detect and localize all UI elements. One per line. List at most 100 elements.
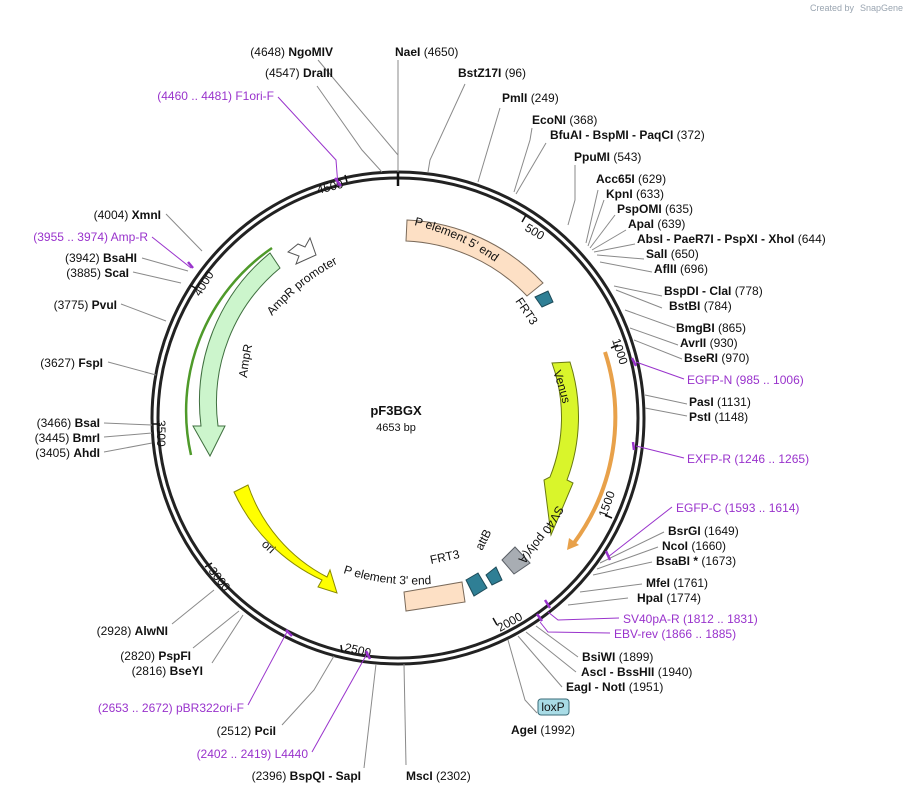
snapgene-credit: Created by SnapGene xyxy=(810,3,903,13)
site-bsrgi[interactable]: BsrGI (1649) xyxy=(668,524,739,538)
site-bstbi[interactable]: BstBI (784) xyxy=(669,299,732,313)
site-ahdi[interactable]: (3405) AhdI xyxy=(35,446,100,460)
feature-p-element-5-end[interactable] xyxy=(405,219,544,297)
site-bsahi[interactable]: (3942) BsaHI xyxy=(65,251,137,265)
site-bsiwi[interactable]: BsiWI (1899) xyxy=(582,650,653,664)
leader-bspdi xyxy=(613,285,663,297)
site-aflii[interactable]: AflII (696) xyxy=(654,262,708,276)
site-avrii[interactable]: AvrII (930) xyxy=(680,336,738,350)
site-pvui[interactable]: (3775) PvuI xyxy=(54,298,117,312)
feature-sv40-polya[interactable] xyxy=(501,546,531,575)
primer-pbr322ori-f[interactable]: (2653 .. 2672) pBR322ori-F xyxy=(98,701,244,715)
loxp-badge[interactable]: loxP xyxy=(537,698,570,716)
site-msci[interactable]: MscI (2302) xyxy=(406,769,471,783)
site-bmri[interactable]: (3445) BmrI xyxy=(35,431,100,445)
credit-brand: SnapGene xyxy=(860,3,903,13)
leader-pasi xyxy=(644,394,688,405)
leader-econi xyxy=(513,127,533,193)
site-sali[interactable]: SalI (650) xyxy=(646,247,699,261)
site-bstz17i[interactable]: BstZ17I (96) xyxy=(458,66,526,80)
site-bspdi[interactable]: BspDI - ClaI (778) xyxy=(664,284,763,298)
position-ticks: 500 1000 1500 2000 2500 3000 3500 4000 4… xyxy=(152,174,631,660)
site-eagi[interactable]: EagI - NotI (1951) xyxy=(566,680,663,694)
site-pmli[interactable]: PmlI (249) xyxy=(502,91,559,105)
primer-amp-r[interactable]: (3955 .. 3974) Amp-R xyxy=(33,230,148,244)
site-bmgbi[interactable]: BmgBI (865) xyxy=(676,321,746,335)
site-apai[interactable]: ApaI (639) xyxy=(628,217,685,231)
primer-egfp-c[interactable]: EGFP-C (1593 .. 1614) xyxy=(676,501,799,515)
site-econi[interactable]: EcoNI (368) xyxy=(532,113,597,127)
site-fspi[interactable]: (3627) FspI xyxy=(40,356,103,370)
leader-hpai xyxy=(567,597,629,606)
site-alwni[interactable]: (2928) AlwNI xyxy=(97,624,168,638)
site-kpni[interactable]: KpnI (633) xyxy=(606,187,664,201)
site-acc65i[interactable]: Acc65I (629) xyxy=(596,172,666,186)
feature-venus[interactable] xyxy=(543,361,580,537)
svg-text:P element 3' end: P element 3' end xyxy=(342,563,432,588)
leader-avrii xyxy=(629,327,679,346)
site-ppumi[interactable]: PpuMI (543) xyxy=(574,150,641,164)
primer-leader-sv40pa xyxy=(547,611,620,621)
site-pcii[interactable]: (2512) PciI xyxy=(217,724,276,738)
leader-absi xyxy=(593,243,636,253)
site-pasi[interactable]: PasI (1131) xyxy=(689,395,751,409)
site-psti[interactable]: PstI (1148) xyxy=(689,410,748,424)
site-bfuai[interactable]: BfuAI - BspMI - PaqCI (372) xyxy=(550,128,705,142)
primer-exfp-r[interactable]: EXFP-R (1246 .. 1265) xyxy=(687,452,809,466)
leader-psti xyxy=(644,407,688,417)
site-ngomiv[interactable]: (4648) NgoMIV xyxy=(250,45,333,59)
site-hpai[interactable]: HpaI (1774) xyxy=(637,591,701,605)
feature-ori[interactable] xyxy=(233,484,338,594)
primer-egfp-n[interactable]: EGFP-N (985 .. 1006) xyxy=(687,373,804,387)
site-bseri[interactable]: BseRI (970) xyxy=(684,351,749,365)
feature-p-element-3-end[interactable] xyxy=(403,581,466,612)
site-bspqi[interactable]: (2396) BspQI - SapI xyxy=(252,769,361,783)
leader-msci xyxy=(403,663,407,766)
primer-tick-sv40pa xyxy=(543,599,552,609)
site-scai[interactable]: (3885) ScaI xyxy=(66,266,129,280)
primer-sv40pa-r[interactable]: SV40pA-R (1812 .. 1831) xyxy=(623,612,758,626)
site-pspfi[interactable]: (2820) PspFI xyxy=(120,649,191,663)
primer-labels: (4460 .. 4481) F1ori-F (3955 .. 3974) Am… xyxy=(33,89,809,761)
feature-frt3-upper[interactable] xyxy=(534,290,554,308)
leader-agei xyxy=(507,639,538,714)
site-naei[interactable]: NaeI (4650) xyxy=(395,45,458,59)
svg-text:AmpR: AmpR xyxy=(236,342,255,378)
site-agei[interactable]: AgeI (1992) xyxy=(511,723,575,737)
label-attb: attB xyxy=(472,527,494,552)
feature-frt3-lower[interactable] xyxy=(465,572,488,597)
primer-l4440[interactable]: (2402 .. 2419) L4440 xyxy=(197,747,309,761)
site-absi[interactable]: AbsI - PaeR7I - PspXI - XhoI (644) xyxy=(637,232,826,246)
site-draiii[interactable]: (4547) DraIII xyxy=(265,66,333,80)
primer-leader-egfp-n xyxy=(635,361,685,380)
primer-leader-f1ori xyxy=(277,96,339,187)
site-bseyi[interactable]: (2816) BseYI xyxy=(132,664,203,678)
site-pspomi[interactable]: PspOMI (635) xyxy=(617,202,693,216)
tick-1000: 1000 xyxy=(609,337,631,367)
primer-tick-f1ori xyxy=(334,177,342,187)
site-bsabi[interactable]: BsaBI * (1673) xyxy=(656,554,736,568)
leader-bseri xyxy=(633,339,683,360)
tick-4000: 4000 xyxy=(191,268,217,298)
leader-eagi xyxy=(517,635,563,688)
leader-bmgbi xyxy=(624,309,676,329)
site-mfei[interactable]: MfeI (1761) xyxy=(646,576,708,590)
site-ascI[interactable]: AscI - BssHII (1940) xyxy=(581,665,692,679)
primer-f1ori-f[interactable]: (4460 .. 4481) F1ori-F xyxy=(157,89,274,103)
leader-fspi xyxy=(107,361,157,376)
label-sv40-polya: SV40 poly(A) signal xyxy=(0,0,567,567)
feature-ampr-promoter[interactable] xyxy=(286,236,317,265)
leader-bmri xyxy=(103,432,153,438)
primer-tick-ebv xyxy=(535,613,544,622)
primer-tick-exfp-r xyxy=(631,441,636,451)
leader-xmni xyxy=(165,213,203,252)
feature-ampr[interactable] xyxy=(192,252,281,458)
primer-egfp-orange-arrow xyxy=(572,351,618,545)
primer-ebv-rev[interactable]: EBV-rev (1866 .. 1885) xyxy=(614,627,736,641)
site-xmni[interactable]: (4004) XmnI xyxy=(94,208,161,222)
site-bsai[interactable]: (3466) BsaI xyxy=(37,416,100,430)
leader-bsiwi xyxy=(535,625,579,658)
site-ncoi[interactable]: NcoI (1660) xyxy=(662,539,726,553)
feature-attb[interactable] xyxy=(485,566,503,586)
primer-leader-l4440 xyxy=(311,651,369,753)
